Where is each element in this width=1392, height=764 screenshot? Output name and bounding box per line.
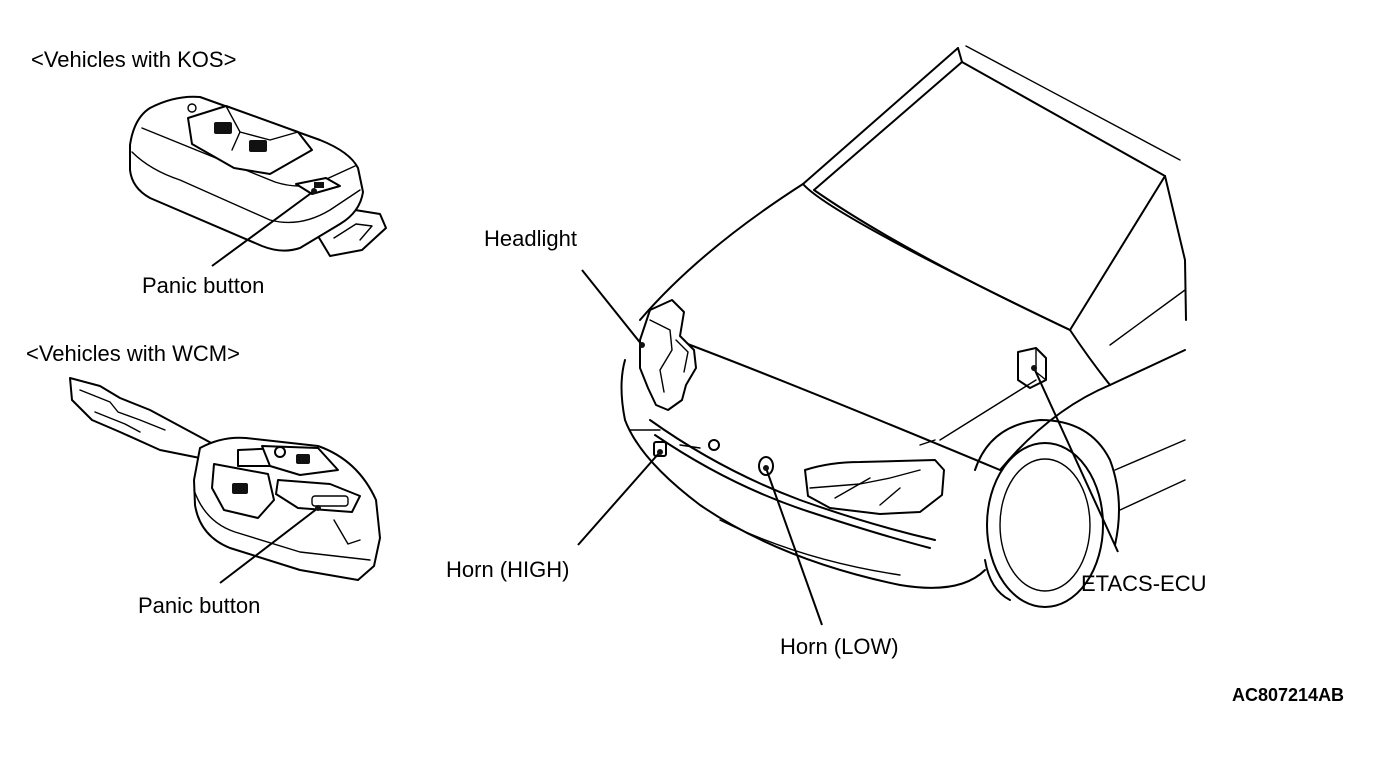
wcm-key-icon: [69, 377, 381, 581]
etacs-ecu-label: ETACS-ECU: [1081, 571, 1207, 596]
kos-section-title: <Vehicles with KOS>: [31, 47, 237, 72]
leader-horn-low: [765, 467, 823, 626]
kos-remote-icon: [129, 95, 387, 257]
kos-panic-button-label: Panic button: [142, 273, 265, 298]
leader-horn-high: [577, 451, 661, 546]
leader-lines: [211, 188, 1119, 626]
leader-kos-panic: [211, 190, 315, 267]
figure-code: AC807214AB: [1232, 685, 1345, 705]
horn-high-label: Horn (HIGH): [446, 557, 570, 582]
leader-wcm-panic: [219, 507, 319, 584]
horn-low-label: Horn (LOW): [780, 634, 899, 659]
vehicle-front-icon: [620, 45, 1187, 608]
wcm-section-title: <Vehicles with WCM>: [26, 341, 240, 366]
leader-headlight: [581, 269, 643, 346]
headlight-label: Headlight: [484, 226, 577, 251]
wcm-panic-button-label: Panic button: [138, 593, 261, 618]
leader-etacs: [1033, 367, 1119, 553]
